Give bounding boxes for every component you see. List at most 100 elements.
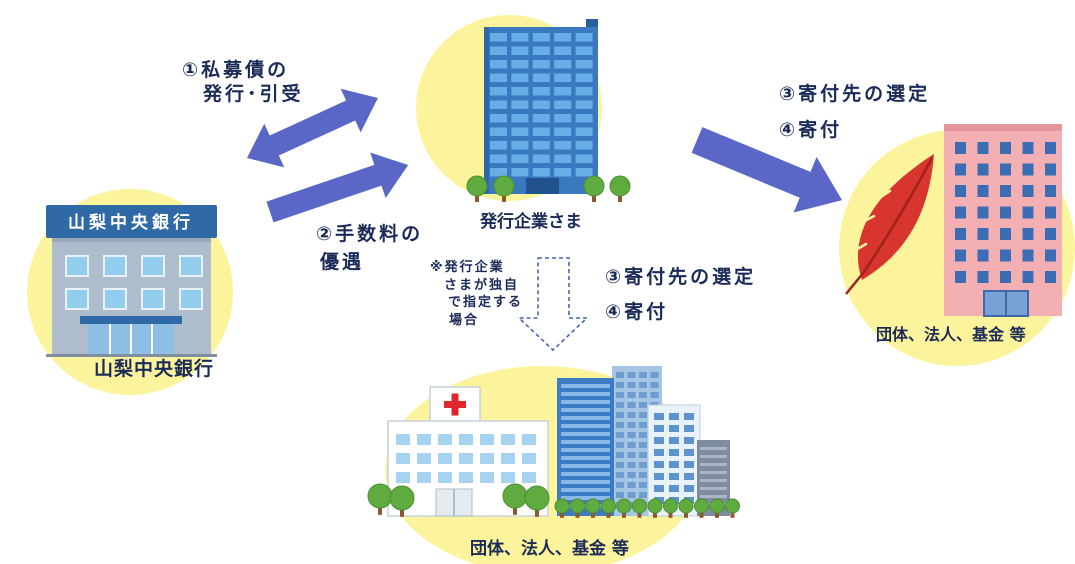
office-window <box>684 437 694 444</box>
org-windows <box>955 142 1056 283</box>
issuer-window <box>490 141 507 150</box>
office-window <box>669 449 679 456</box>
bank-window <box>65 288 89 310</box>
issuer-window <box>532 46 550 55</box>
issuer-window <box>490 33 507 42</box>
office-window-strip <box>561 472 610 476</box>
office-window <box>627 462 636 468</box>
office-window <box>639 432 647 438</box>
office-window <box>650 372 659 378</box>
office-window-strip <box>561 400 610 404</box>
hospital-window <box>522 453 536 464</box>
issuer-window <box>490 60 507 69</box>
org-window <box>955 206 966 219</box>
flow-arrows <box>247 88 843 352</box>
tree-trunk <box>575 509 580 518</box>
office-window <box>639 442 647 448</box>
tree-canopy <box>493 175 515 197</box>
org-window <box>1045 185 1056 197</box>
office-window <box>627 482 636 488</box>
org-window <box>977 163 989 176</box>
office-window <box>627 402 636 408</box>
org-window <box>955 185 966 197</box>
issuer-window <box>490 87 507 96</box>
office-window <box>627 432 636 438</box>
tree-canopy <box>570 498 585 514</box>
office-window <box>669 413 679 420</box>
office-window <box>616 372 624 378</box>
office-window <box>616 492 624 498</box>
issuer-window <box>575 154 593 163</box>
hospital-window <box>501 472 515 483</box>
tree-canopy <box>502 483 528 509</box>
issuer-window <box>511 127 529 136</box>
issuer-window <box>554 114 572 123</box>
bank-window <box>141 288 165 310</box>
office-window <box>639 422 647 428</box>
bank-windows <box>65 255 203 310</box>
org-window <box>1022 249 1034 262</box>
hospital-window <box>459 472 473 483</box>
org-window <box>1000 163 1011 176</box>
office-window <box>639 472 647 478</box>
hospital-window <box>480 472 494 483</box>
office-window <box>654 437 664 444</box>
office-window <box>669 437 679 444</box>
independent-donation-line1: ③寄付先の選定 <box>605 266 757 288</box>
tree-canopy <box>725 498 740 514</box>
office-window <box>639 402 647 408</box>
tree-canopy <box>601 498 616 514</box>
tree-canopy <box>694 498 709 514</box>
office-window <box>684 461 694 468</box>
office-window <box>650 382 659 388</box>
issuer-label-text: 発行企業さま <box>480 212 582 232</box>
bank-sign-board <box>46 205 217 238</box>
issuer-window <box>511 114 529 123</box>
office-window-strip <box>700 495 727 498</box>
issuer-window <box>532 87 550 96</box>
tree-trunk <box>637 509 642 518</box>
independent-note-line4: 場合 <box>449 312 480 328</box>
org-window <box>1000 185 1011 197</box>
bank-window <box>103 288 127 310</box>
issuer-window <box>511 168 529 177</box>
independent-donation-line2: ④寄付 <box>605 301 669 323</box>
tree-trunk <box>730 509 735 518</box>
tree-trunk <box>668 509 673 518</box>
office-window-strip <box>561 432 610 436</box>
org-window <box>977 142 989 154</box>
office-window <box>654 425 664 432</box>
independent-recipient-label-text: 団体、法人、基金 等 <box>470 539 629 559</box>
issuer-window <box>575 73 593 82</box>
issuer-window <box>490 154 507 163</box>
bank-window <box>141 255 165 277</box>
issuer-window <box>554 46 572 55</box>
tree-canopy <box>632 498 647 514</box>
issuer-window <box>490 168 507 177</box>
independent-note-line2: さまが独自 <box>444 277 520 293</box>
designated-donation-label: ③寄付先の選定 ④寄付 <box>779 76 930 148</box>
office-window <box>639 372 647 378</box>
tree-canopy <box>616 498 632 514</box>
office-window-strip <box>561 416 610 420</box>
org-window <box>977 271 989 283</box>
feather-notch <box>876 189 892 201</box>
office-window-strip <box>561 464 610 468</box>
office-window <box>627 492 636 498</box>
issuer-window <box>511 46 529 55</box>
office-window <box>616 452 624 458</box>
issuer-label: 発行企業さま <box>480 212 582 232</box>
org-window <box>1045 271 1056 283</box>
hospital-door-divider <box>453 489 455 516</box>
bank-entrance-mullion <box>130 324 132 355</box>
office-window-strip <box>561 496 610 500</box>
issuer-window <box>554 168 572 177</box>
issuer-window <box>490 127 507 136</box>
issuer-window <box>575 168 593 177</box>
office-window <box>684 425 694 432</box>
independent-recipient-label: 団体、法人、基金 等 <box>470 539 629 559</box>
issuer-window <box>532 168 550 177</box>
issuer-window <box>554 154 572 163</box>
